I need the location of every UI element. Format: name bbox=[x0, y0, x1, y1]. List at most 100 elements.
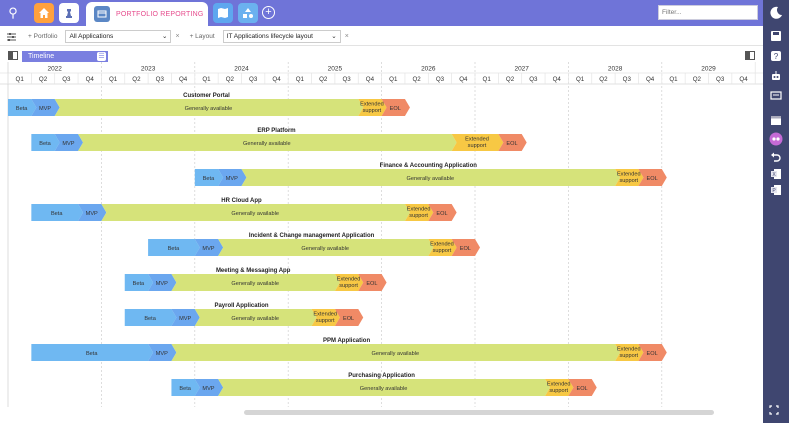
phase-label: Beta bbox=[168, 246, 180, 252]
application-name: Finance & Accounting Application bbox=[380, 163, 478, 169]
phase-label: support bbox=[619, 353, 638, 359]
year-label: 2022 bbox=[47, 66, 62, 73]
phase-label: support bbox=[619, 178, 638, 184]
quarter-label: Q1 bbox=[669, 76, 678, 83]
quarter-label: Q2 bbox=[599, 76, 608, 83]
phase-label: Beta bbox=[203, 176, 215, 182]
toolbar: + Portfolio All Applications ⌄ × + Layou… bbox=[0, 28, 763, 46]
shapes-icon[interactable] bbox=[238, 3, 258, 23]
quarter-label: Q4 bbox=[459, 76, 468, 83]
portfolio-label: + Portfolio bbox=[28, 33, 58, 40]
quarter-label: Q3 bbox=[62, 76, 71, 83]
horizontal-scrollbar[interactable] bbox=[244, 410, 714, 415]
panel-toggle-left-icon[interactable] bbox=[8, 51, 18, 60]
quarter-label: Q2 bbox=[226, 76, 235, 83]
quarter-label: Q2 bbox=[132, 76, 141, 83]
phase-label: Extended bbox=[465, 137, 489, 143]
phase-bar bbox=[334, 309, 364, 326]
powerpoint-glyph: P bbox=[771, 185, 781, 195]
layout-select[interactable]: IT Applications lifecycle layout ⌄ bbox=[222, 30, 341, 43]
fullscreen-icon[interactable] bbox=[768, 405, 780, 417]
quarter-label: Q2 bbox=[693, 76, 702, 83]
quarter-label: Q3 bbox=[342, 76, 351, 83]
phase-bar bbox=[54, 99, 364, 116]
save-icon[interactable] bbox=[768, 28, 784, 44]
search-icon[interactable]: ⚲ bbox=[8, 5, 18, 20]
report-glyph bbox=[97, 10, 107, 18]
phase-bar bbox=[171, 344, 621, 361]
excel-icon[interactable]: X bbox=[768, 166, 784, 182]
phase-bar bbox=[124, 309, 177, 326]
phase-label: support bbox=[363, 108, 382, 114]
phase-label: MVP bbox=[226, 176, 238, 182]
phase-bar bbox=[78, 134, 457, 151]
quarter-label: Q3 bbox=[156, 76, 165, 83]
quarter-label: Q4 bbox=[366, 76, 375, 83]
year-label: 2029 bbox=[701, 66, 716, 73]
phase-label: support bbox=[409, 213, 428, 219]
portfolio-select[interactable]: All Applications ⌄ bbox=[65, 30, 172, 43]
phase-label: MVP bbox=[202, 386, 214, 392]
year-label: 2026 bbox=[421, 66, 436, 73]
phase-label: Beta bbox=[144, 316, 156, 322]
phase-bar bbox=[31, 134, 60, 151]
phase-bar bbox=[545, 379, 574, 396]
phase-label: Beta bbox=[16, 106, 28, 112]
phase-label: Extended bbox=[617, 347, 641, 353]
phase-bar bbox=[101, 204, 410, 221]
phase-bar bbox=[218, 239, 434, 256]
timeline-tab[interactable]: Timeline bbox=[22, 51, 108, 62]
phase-label: Generally available bbox=[231, 281, 279, 287]
phase-bar bbox=[615, 344, 644, 361]
phase-label: Extended bbox=[430, 242, 454, 248]
chess-icon[interactable] bbox=[59, 3, 79, 23]
application-name: HR Cloud App bbox=[221, 198, 262, 204]
add-tab-icon[interactable]: + bbox=[262, 6, 275, 19]
phase-bar bbox=[8, 99, 37, 116]
moon-icon[interactable] bbox=[768, 5, 784, 21]
calendar-icon[interactable] bbox=[768, 112, 784, 128]
presentation-icon[interactable] bbox=[768, 88, 784, 104]
layout-label-text: Layout bbox=[195, 33, 215, 40]
map-glyph bbox=[218, 8, 228, 18]
fullscreen-glyph bbox=[769, 405, 779, 415]
quarter-label: Q3 bbox=[249, 76, 258, 83]
settings-sliders-icon[interactable] bbox=[6, 31, 18, 43]
phase-bar bbox=[171, 379, 200, 396]
phase-label: Generally available bbox=[301, 246, 349, 252]
moon-glyph bbox=[770, 6, 782, 19]
phase-bar bbox=[638, 169, 667, 186]
robot-icon[interactable] bbox=[768, 68, 784, 84]
powerpoint-icon[interactable]: P bbox=[768, 182, 784, 198]
phase-label: Generally available bbox=[371, 351, 419, 357]
panel-toggle-right-icon[interactable] bbox=[745, 51, 755, 60]
clear-portfolio-icon[interactable]: × bbox=[175, 33, 180, 40]
phase-bar bbox=[404, 204, 434, 221]
phase-label: support bbox=[316, 318, 335, 324]
map-icon[interactable] bbox=[213, 3, 233, 23]
phase-bar bbox=[218, 379, 551, 396]
phase-bar bbox=[194, 169, 224, 186]
quarter-label: Q1 bbox=[16, 76, 25, 83]
quarter-label: Q3 bbox=[529, 76, 538, 83]
users-glyph bbox=[769, 132, 783, 146]
phase-bar bbox=[311, 309, 340, 326]
clear-layout-icon[interactable]: × bbox=[344, 33, 349, 40]
quarter-label: Q1 bbox=[389, 76, 398, 83]
phase-bar bbox=[194, 309, 317, 326]
calendar-glyph bbox=[771, 116, 781, 125]
phase-bar bbox=[381, 99, 410, 116]
tab-portfolio-reporting[interactable]: PORTFOLIO REPORTING bbox=[86, 2, 208, 26]
phase-label: Extended bbox=[547, 382, 571, 388]
save-glyph bbox=[771, 31, 781, 41]
svg-text:?: ? bbox=[774, 52, 779, 61]
users-icon[interactable] bbox=[768, 131, 784, 147]
filter-input[interactable] bbox=[658, 5, 758, 20]
phase-bar bbox=[498, 134, 527, 151]
phase-label: Generally available bbox=[243, 141, 291, 147]
timeline-menu-icon[interactable]: ☰ bbox=[97, 52, 106, 61]
undo-icon[interactable] bbox=[768, 149, 784, 165]
phase-label: MVP bbox=[202, 246, 214, 252]
help-icon[interactable]: ? bbox=[768, 48, 784, 64]
home-icon[interactable] bbox=[34, 3, 54, 23]
